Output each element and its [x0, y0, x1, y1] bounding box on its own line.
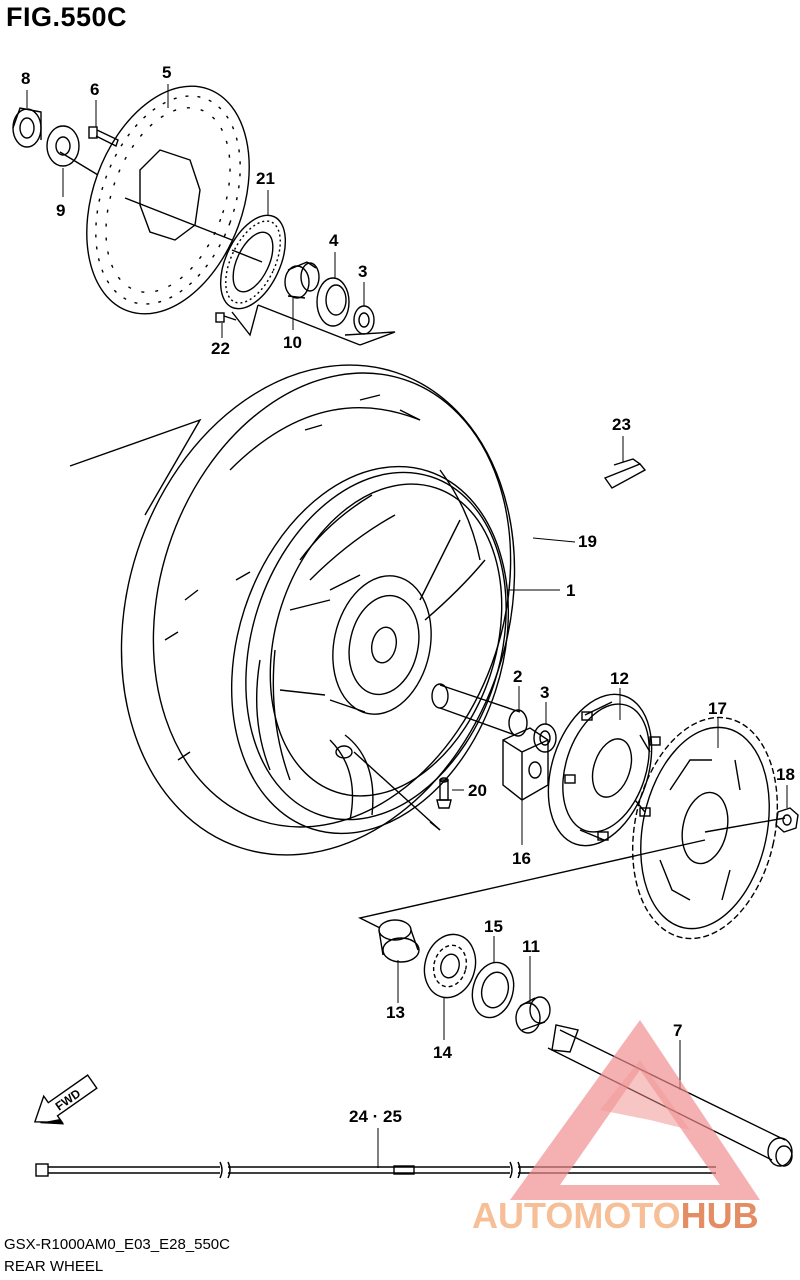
- part-3-bearing-upper: [353, 305, 375, 335]
- callout-1: 1: [566, 581, 575, 600]
- callout-9: 9: [56, 201, 65, 220]
- callout-23: 23: [612, 415, 631, 434]
- leader-lines: [26, 84, 788, 1168]
- part-22-bolt: [215, 312, 237, 323]
- callout-5: 5: [162, 63, 171, 82]
- callout-15: 15: [484, 917, 503, 936]
- callout-labels: 8 6 5 9 21 4 3 22 10 23 19 1 2 3 12 17 1…: [21, 63, 795, 1126]
- figure-code: GSX-R1000AM0_E03_E28_550C: [4, 1236, 230, 1253]
- part-1-wheel: [230, 465, 510, 835]
- callout-17: 17: [708, 699, 727, 718]
- watermark-text-hub: HUB: [681, 1195, 759, 1236]
- callout-4: 4: [329, 231, 339, 250]
- part-10-collar: [284, 261, 320, 299]
- watermark-logo: AUTOMOTOHUB: [472, 1020, 760, 1236]
- part-18-nut: [775, 807, 799, 833]
- part-21-sensor-rotor: [219, 214, 287, 310]
- callout-11: 11: [522, 937, 540, 956]
- fwd-arrow-icon: FWD: [33, 1074, 98, 1125]
- callout-3-lower: 3: [540, 683, 549, 702]
- part-9-washer: [46, 125, 80, 167]
- figure-title: FIG.550C: [6, 2, 128, 32]
- part-20-air-valve: [436, 777, 452, 809]
- part-6-bolt: [88, 126, 119, 147]
- part-15-oil-seal: [471, 961, 515, 1019]
- callout-18: 18: [776, 765, 795, 784]
- part-8-nut: [12, 107, 42, 148]
- part-3-bearing-lower: [533, 723, 557, 753]
- callout-2: 2: [513, 667, 522, 686]
- part-24-25-strip: [35, 1161, 716, 1179]
- watermark-text-auto: AUTOMOTO: [472, 1195, 681, 1236]
- callout-21: 21: [256, 169, 275, 188]
- callout-12: 12: [610, 669, 629, 688]
- part-23-balance-weight: [603, 458, 647, 489]
- part-14-bearing: [423, 933, 477, 999]
- callout-22: 22: [211, 339, 230, 358]
- callout-6: 6: [90, 80, 99, 99]
- part-5-brake-disc: [86, 85, 250, 315]
- callout-20: 20: [468, 781, 487, 800]
- part-16-damper: [502, 727, 549, 801]
- part-13-spacer: [378, 919, 420, 963]
- part-17-rear-sprocket: [631, 716, 786, 940]
- part-19-tire: [120, 364, 516, 856]
- callout-3-upper: 3: [358, 262, 367, 281]
- callout-24-25: 24 · 25: [349, 1107, 402, 1126]
- figure-name: REAR WHEEL: [4, 1258, 104, 1275]
- part-12-sprocket-mounting-drum: [547, 693, 661, 847]
- part-2-spacer: [431, 683, 528, 737]
- svg-text:AUTOMOTOHUB: AUTOMOTOHUB: [472, 1195, 759, 1236]
- callout-8: 8: [21, 69, 30, 88]
- callout-14: 14: [433, 1043, 452, 1062]
- callout-13: 13: [386, 1003, 405, 1022]
- callout-7: 7: [673, 1021, 682, 1040]
- callout-16: 16: [512, 849, 531, 868]
- callout-19: 19: [578, 532, 597, 551]
- callout-10: 10: [283, 333, 302, 352]
- part-4-oil-seal: [316, 277, 350, 327]
- part-11-spacer: [515, 996, 551, 1034]
